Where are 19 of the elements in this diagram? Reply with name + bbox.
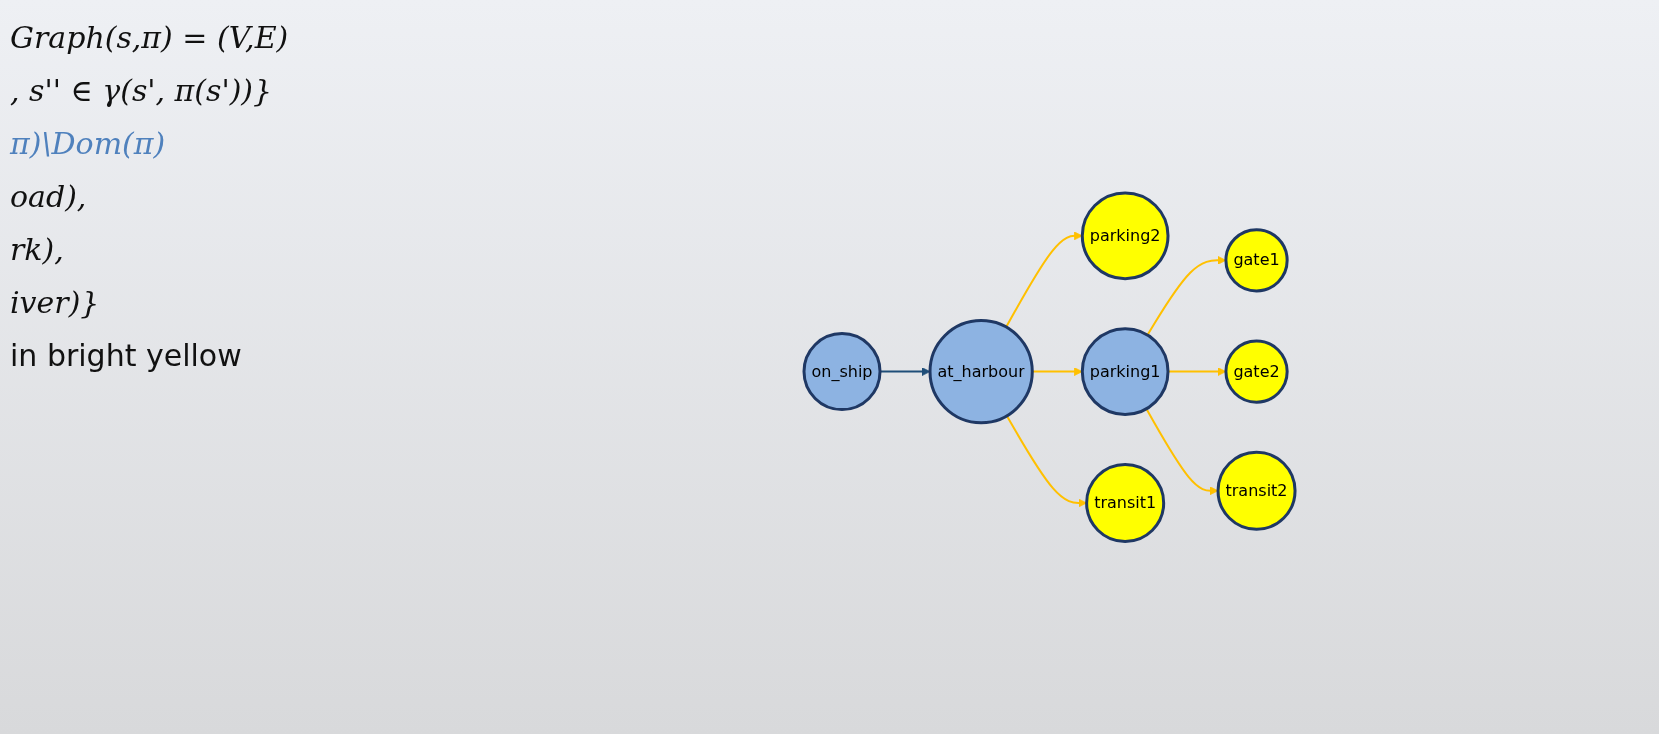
node-circle: parking2 — [1080, 191, 1170, 280]
formula-text: oad), — [10, 179, 88, 214]
node-circle: gate2 — [1224, 339, 1289, 404]
node-circle: gate1 — [1224, 227, 1289, 293]
node-circle: transit1 — [1085, 462, 1166, 543]
note-text: in bright yellow — [10, 338, 243, 373]
node-circle: transit2 — [1216, 450, 1297, 531]
arrow — [1005, 414, 1087, 508]
node-circle: at_harbour — [928, 318, 1034, 424]
node-circle: on_ship — [802, 331, 882, 411]
arrow — [1005, 231, 1083, 328]
arrow — [879, 366, 931, 376]
formula-text: rk), — [10, 232, 65, 267]
formula-text: , s'' ∈ γ(s', π(s'))} — [10, 73, 274, 108]
formula-text: π)\Dom(π) — [10, 126, 167, 161]
formula-text: iver)} — [10, 285, 101, 320]
node-circle: parking1 — [1080, 327, 1170, 416]
formula-text: Graph(s,π) = (V,E) — [10, 20, 290, 55]
arrow — [1145, 407, 1219, 495]
